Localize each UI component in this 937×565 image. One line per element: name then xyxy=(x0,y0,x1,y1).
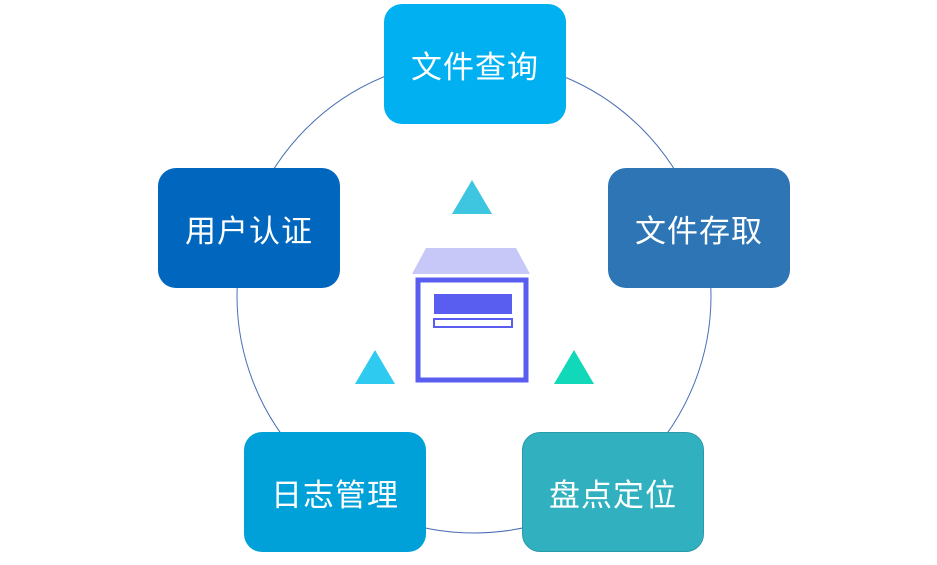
node-label: 盘点定位 xyxy=(549,477,677,514)
node-label: 用户认证 xyxy=(185,213,313,250)
node-log-management: 日志管理 xyxy=(244,432,426,552)
triangle-icon xyxy=(554,350,594,384)
node-file-search: 文件查询 xyxy=(384,4,566,124)
triangle-icon xyxy=(452,180,492,214)
node-file-access: 文件存取 xyxy=(608,168,790,288)
node-inventory-locate: 盘点定位 xyxy=(522,432,704,552)
triangle-icon xyxy=(355,350,395,384)
node-user-auth: 用户认证 xyxy=(158,168,340,288)
node-label: 文件存取 xyxy=(635,213,763,250)
node-label: 文件查询 xyxy=(411,49,539,86)
node-label: 日志管理 xyxy=(271,477,399,514)
archive-cabinet-icon xyxy=(412,248,530,383)
